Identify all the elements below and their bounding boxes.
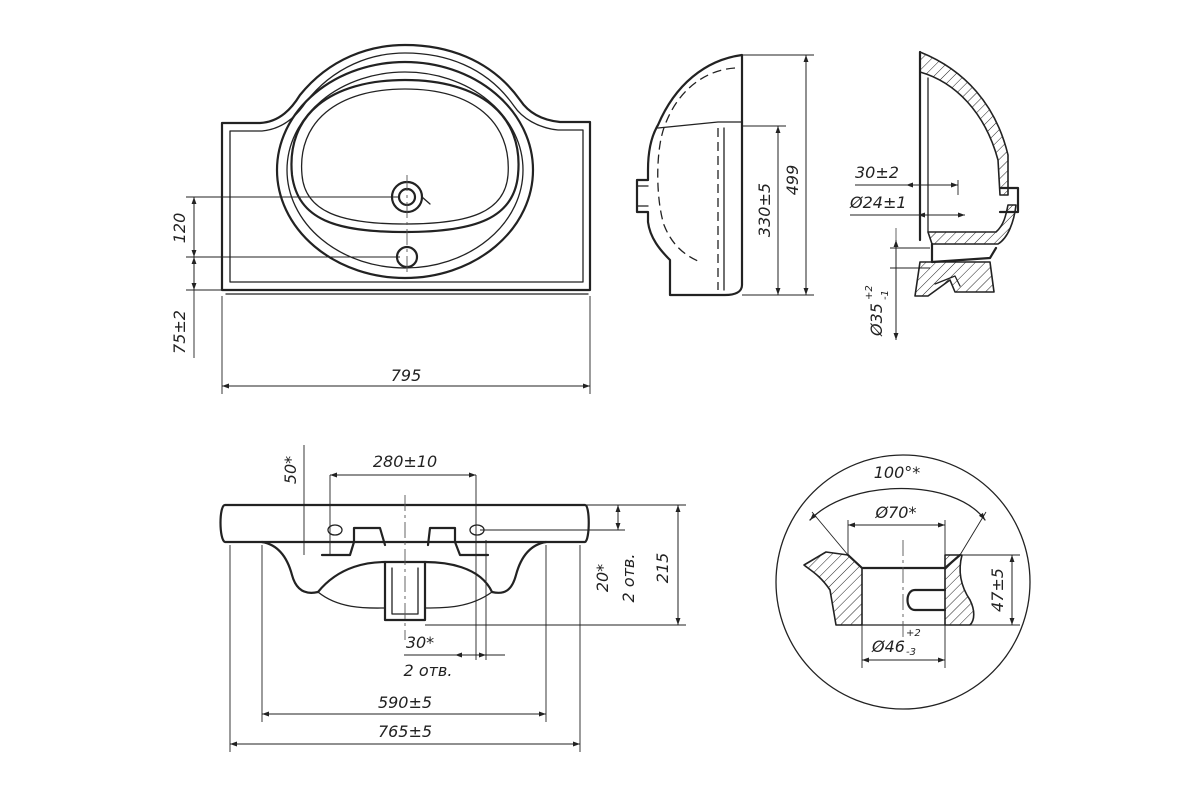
basin-bowl	[290, 78, 520, 234]
dim-120-label: 120	[170, 213, 189, 244]
basin-bowl-inner	[300, 88, 509, 225]
dim-35-tol-upper: +2	[864, 285, 875, 300]
detail-circle	[775, 454, 1031, 710]
dim-280-label: 280±10	[373, 452, 437, 471]
detail-left-wall	[803, 551, 863, 626]
side-view-hidden-bowl	[657, 67, 736, 263]
dim-46-tol-upper: +2	[906, 628, 921, 639]
detail-bore	[846, 553, 962, 570]
dim-215-label: 215	[653, 553, 672, 584]
dim-47-label: 47±5	[988, 568, 1007, 612]
section-view: 30±2 Ø24±1 Ø35 +2 -1	[849, 50, 1020, 340]
side-view-outline	[635, 53, 744, 297]
front-view: 280±10 50* 20* 2 отв. 215 30* 2 отв. 590…	[219, 445, 686, 752]
dim-75-label: 75±2	[170, 310, 189, 354]
section-drain	[930, 242, 998, 264]
dim-70-label: Ø70*	[875, 503, 917, 522]
dim-590-label: 590±5	[378, 693, 432, 712]
front-view-bowl	[260, 540, 548, 594]
front-view-tap-bosses	[320, 526, 490, 557]
ext-line	[959, 511, 987, 556]
detail-view: 100°* Ø70* 47±5 Ø46 +2 -3	[775, 454, 1031, 710]
section-drain-flange	[914, 261, 995, 297]
dim-35-tol-lower: -1	[880, 290, 891, 300]
dim-100-label: 100°*	[874, 463, 921, 482]
top-view-outline	[220, 43, 592, 292]
basin-rim-inner	[286, 71, 524, 269]
dim-50-label: 50*	[281, 456, 300, 484]
dim-765-label: 765±5	[378, 722, 432, 741]
dim-2-holes-bottom: 2 отв.	[404, 661, 453, 680]
front-view-drain-neck	[383, 560, 427, 622]
dim-499-label: 499	[783, 165, 802, 196]
dim-2-holes-right: 2 отв.	[619, 554, 638, 603]
detail-overflow-slot	[906, 588, 947, 612]
top-view: 120 75±2 795	[170, 43, 592, 394]
tap-hole-left	[327, 524, 343, 536]
side-view-overflow-stub	[636, 185, 649, 207]
dim-20-label: 20*	[593, 564, 612, 592]
side-view: 330±5 499	[635, 53, 814, 297]
dim-24-label: Ø24±1	[849, 193, 907, 212]
side-view-bowl-top	[657, 121, 743, 129]
ext-line	[811, 511, 849, 556]
section-drain-detail	[934, 275, 961, 287]
detail-right-wall	[944, 554, 975, 626]
basin-rim	[275, 60, 535, 280]
dim-35-label: Ø35	[867, 303, 886, 337]
section-bottom-slab	[927, 204, 1017, 245]
front-view-slab	[219, 503, 590, 544]
section-overflow-nozzle	[998, 186, 1020, 214]
dim-795-label: 795	[391, 366, 422, 385]
dim-46-tol-lower: -3	[906, 647, 916, 658]
detail-angle-arc	[809, 487, 986, 521]
drain-hole-mark	[421, 196, 431, 205]
dim-330-label: 330±5	[755, 183, 774, 237]
dim-46-label: Ø46	[871, 637, 905, 656]
dim-30-label: 30±2	[855, 163, 899, 182]
dim-30-hole-label: 30*	[406, 633, 434, 652]
section-bowl-wall	[919, 51, 1009, 196]
